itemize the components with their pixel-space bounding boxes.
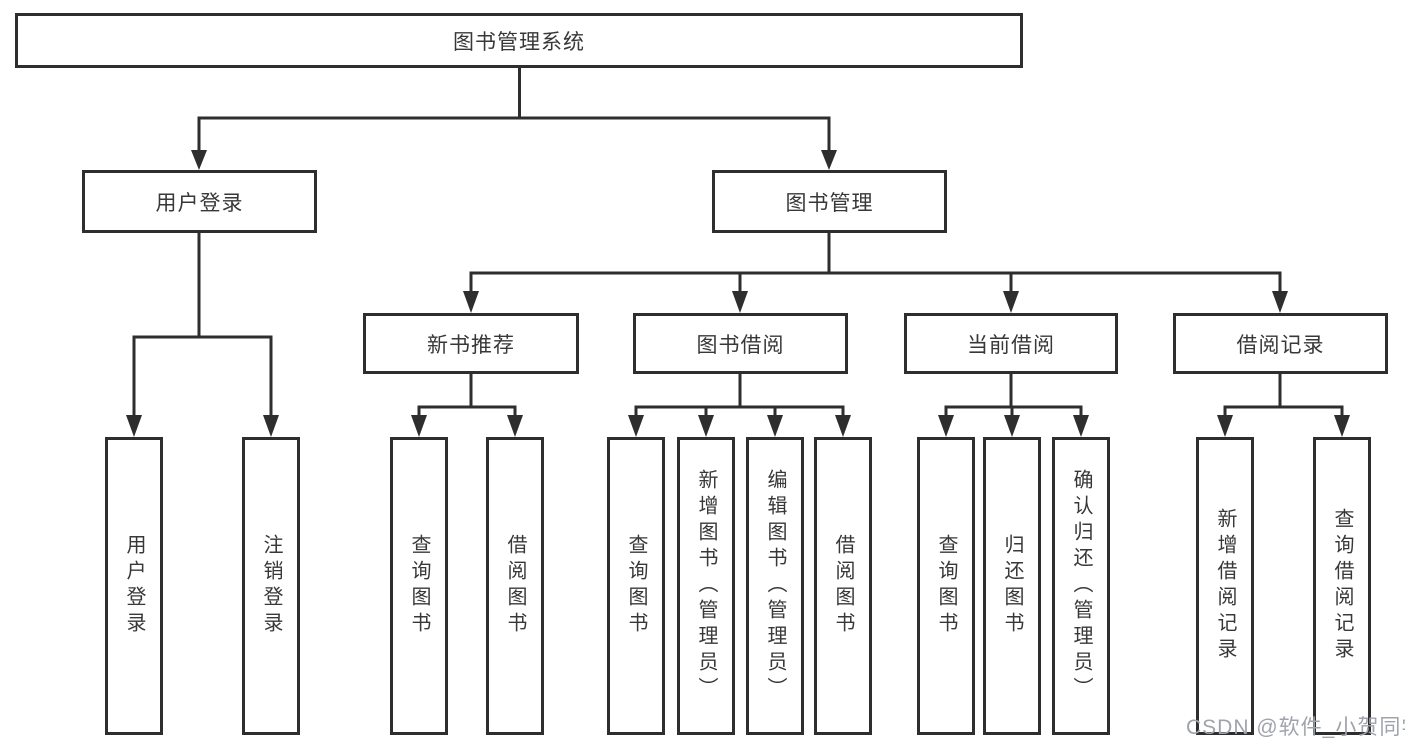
leaf-add-books-admin: 新增图书（管理员） <box>677 437 735 735</box>
leaf-query-books-current: 查询图书 <box>917 437 975 735</box>
leaf-borrow-books-borrowing: 借阅图书 <box>814 437 872 735</box>
node-current-borrowing: 当前借阅 <box>904 313 1118 374</box>
leaf-logout: 注销登录 <box>242 437 300 735</box>
node-borrowing-records: 借阅记录 <box>1173 313 1388 374</box>
node-book-borrowing: 图书借阅 <box>633 313 848 374</box>
leaf-confirm-return-admin: 确认归还（管理员） <box>1052 437 1110 735</box>
node-library-management-system: 图书管理系统 <box>15 13 1023 68</box>
leaf-query-borrow-record: 查询借阅记录 <box>1313 437 1371 735</box>
leaf-user-login: 用户登录 <box>105 437 163 735</box>
csdn-watermark: CSDN @软件_小贺同学 <box>1186 716 1405 739</box>
leaf-return-books: 归还图书 <box>983 437 1041 735</box>
node-user-login: 用户登录 <box>82 170 317 233</box>
node-book-management: 图书管理 <box>712 170 947 233</box>
leaf-add-borrow-record: 新增借阅记录 <box>1196 437 1254 735</box>
leaf-query-books-borrowing: 查询图书 <box>607 437 665 735</box>
node-new-book-recommend: 新书推荐 <box>363 313 579 374</box>
leaf-edit-books-admin: 编辑图书（管理员） <box>746 437 804 735</box>
leaf-borrow-books-recommend: 借阅图书 <box>486 437 544 735</box>
leaf-query-books-recommend: 查询图书 <box>390 437 448 735</box>
